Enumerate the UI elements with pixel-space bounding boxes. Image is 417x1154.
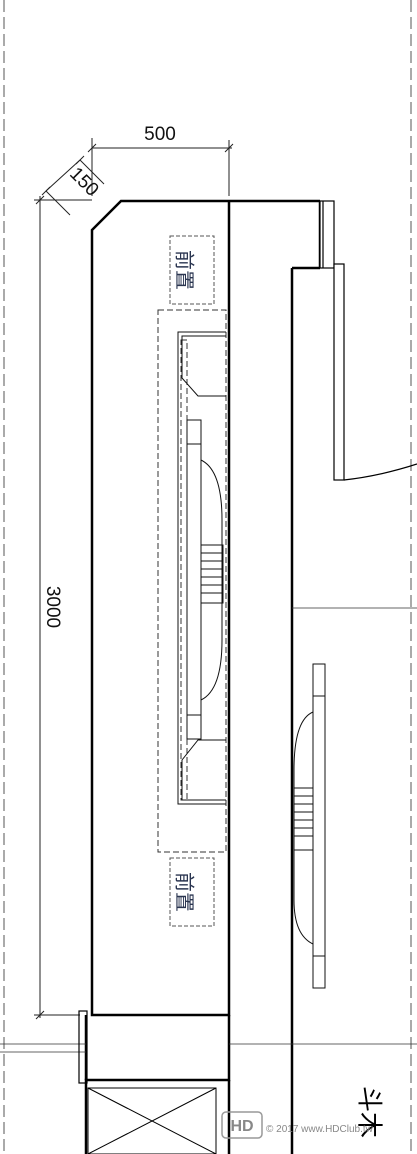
dimension-500-label: 500 — [144, 124, 176, 145]
dimension-3000 — [34, 195, 92, 1020]
corner-text: 斗木 — [354, 1086, 384, 1138]
dimension-3000-label: 3000 — [42, 586, 63, 628]
thick-walls — [84, 199, 322, 1154]
crossed-box — [87, 1087, 217, 1154]
dashed-border-lines — [3, 0, 412, 1154]
front-speaker-top-label: 前置 — [173, 250, 197, 290]
dimension-150 — [41, 155, 105, 216]
front-speaker-bottom-label: 前置 — [173, 872, 197, 912]
tv-cabinet-dashed — [157, 309, 227, 853]
dimension-150-label: 150 — [65, 163, 102, 200]
watermark: HD © 2017 www.HDClub.tw — [221, 1111, 374, 1139]
front-speaker-bottom-box — [169, 857, 215, 927]
watermark-text: © 2017 www.HDClub.tw — [266, 1124, 374, 1135]
right-furniture — [293, 663, 326, 989]
right-room-lines — [0, 607, 417, 1053]
watermark-logo: HD — [230, 1118, 253, 1135]
door — [319, 200, 417, 481]
tv-unit — [177, 331, 226, 805]
front-speaker-top-box — [169, 235, 215, 305]
dimension-500 — [87, 138, 234, 196]
wall-pillar — [78, 1010, 88, 1084]
